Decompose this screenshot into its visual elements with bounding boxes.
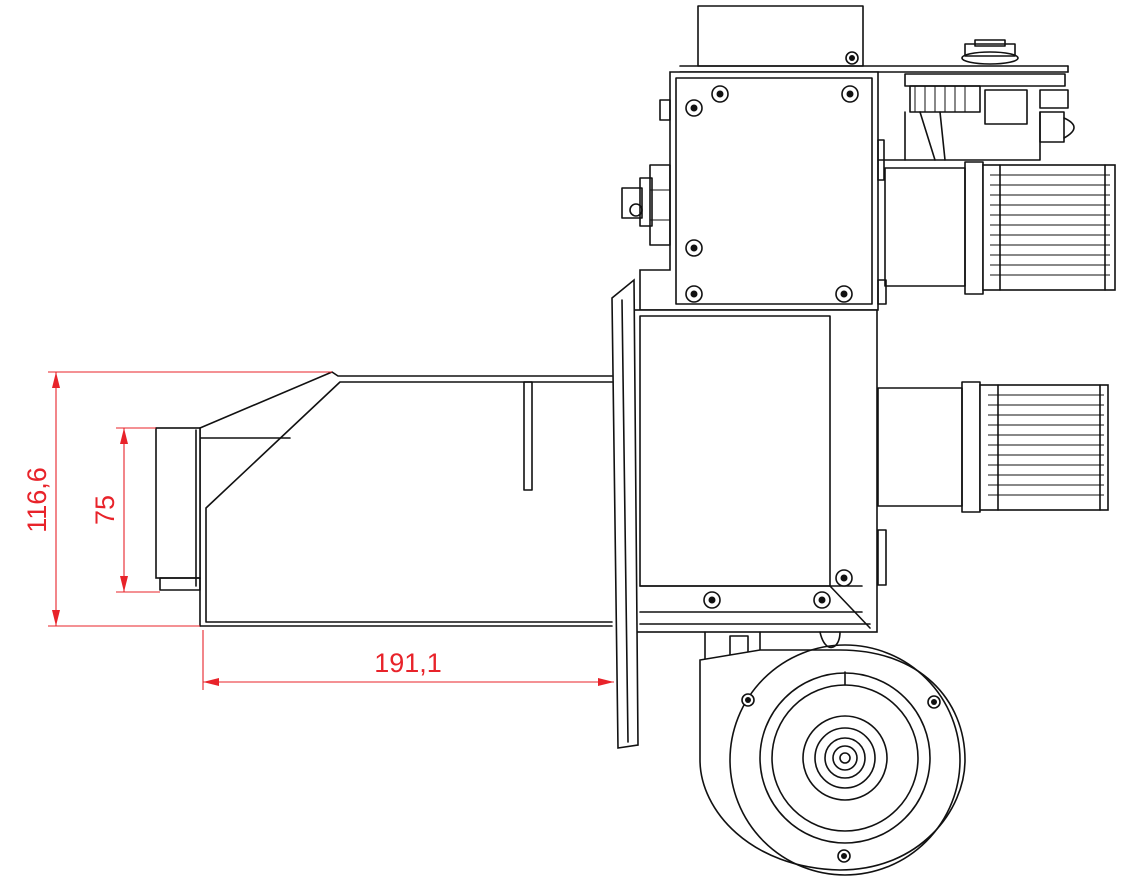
dimension-label-total-height: 116,6 [22, 467, 52, 533]
dimension-total-height: 116,6 [22, 371, 332, 627]
screw-13 [845, 51, 859, 65]
screw-9 [813, 591, 831, 609]
blower-fan [699, 631, 966, 876]
side-sensor [621, 164, 671, 246]
screw-1 [685, 99, 703, 117]
screw-11 [927, 695, 941, 709]
dimension-label-length: 191,1 [374, 648, 442, 678]
screw-2 [711, 85, 729, 103]
screw-12 [837, 849, 851, 863]
screw-8 [703, 591, 721, 609]
dimension-inner-height: 75 [90, 427, 160, 593]
screw-10 [741, 693, 755, 707]
feed-tube [155, 371, 613, 627]
screw-6 [835, 285, 853, 303]
screw-3 [841, 85, 859, 103]
screw-7 [835, 569, 853, 587]
dimension-label-inner-height: 75 [90, 495, 120, 525]
screw-4 [685, 239, 703, 257]
lower-motor [877, 381, 1109, 513]
upper-motor [884, 161, 1116, 295]
screws [685, 51, 941, 863]
screw-5 [685, 285, 703, 303]
mounting-flange [611, 278, 639, 749]
main-housing [631, 71, 887, 633]
dimension-length: 191,1 [202, 630, 614, 690]
top-cover [697, 5, 864, 67]
